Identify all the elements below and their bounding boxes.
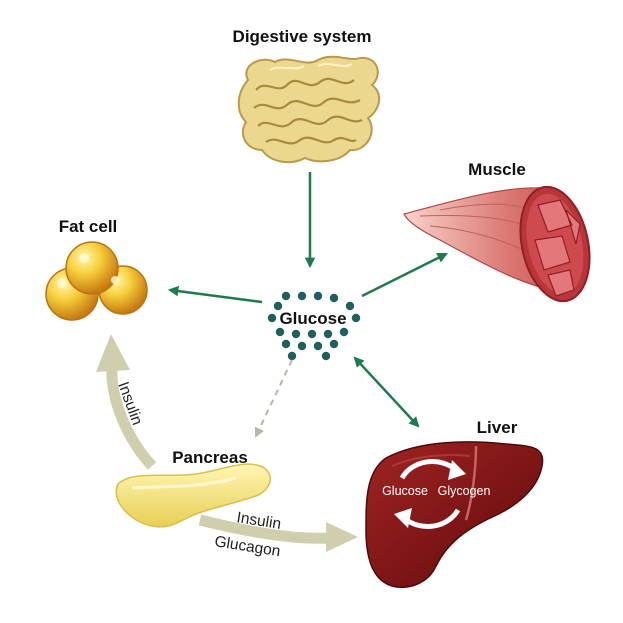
arrow-pancreas-to-fat	[96, 334, 157, 470]
arrow-glucose-to-fat	[167, 285, 263, 304]
glucose-dot	[329, 339, 339, 349]
digestive-system-label: Digestive system	[233, 27, 372, 46]
glucose-dot	[287, 351, 297, 361]
fat-cell-label: Fat cell	[59, 217, 118, 236]
liver-label: Liver	[477, 418, 518, 437]
pancreas-illustration	[115, 463, 271, 528]
glucose-dot	[281, 291, 291, 301]
glucose-dot	[321, 351, 331, 361]
glucose-dot	[297, 341, 307, 351]
glucose-dot	[267, 313, 277, 323]
glucose-dot	[273, 301, 283, 311]
glucose-molecules	[267, 291, 361, 361]
arrow-glucose-to-pancreas	[254, 359, 293, 438]
muscle-label: Muscle	[468, 160, 526, 179]
glucose-dot	[307, 329, 317, 339]
arrow-pancreas-to-liver	[198, 514, 358, 552]
arrow-glucose-liver	[353, 356, 420, 428]
glucose-dot	[275, 327, 285, 337]
fat-cell-illustration	[45, 241, 148, 321]
glucose-dot	[345, 301, 355, 311]
glucose-dot	[313, 341, 323, 351]
glucose-dot	[339, 327, 349, 337]
glucose-dot	[323, 329, 333, 339]
muscle-illustration	[403, 185, 591, 303]
glucose-dot	[297, 291, 307, 301]
glucose-dot	[329, 293, 339, 303]
glucose-dot	[351, 313, 361, 323]
glucose-dot	[313, 291, 323, 301]
intestine-illustration	[237, 55, 381, 164]
glucose-glycogen-cycle-arrows	[394, 459, 466, 529]
glucose-label: Glucose	[279, 309, 346, 328]
arrow-glucose-to-muscle	[361, 252, 448, 298]
glucose-dot	[281, 339, 291, 349]
liver-glucose-label: Glucose	[382, 484, 428, 498]
liver-glycogen-label: Glycogen	[438, 484, 491, 498]
glucose-dot	[291, 329, 301, 339]
pancreas-label: Pancreas	[172, 448, 248, 467]
insulin-label-liver: Insulin	[235, 509, 282, 533]
